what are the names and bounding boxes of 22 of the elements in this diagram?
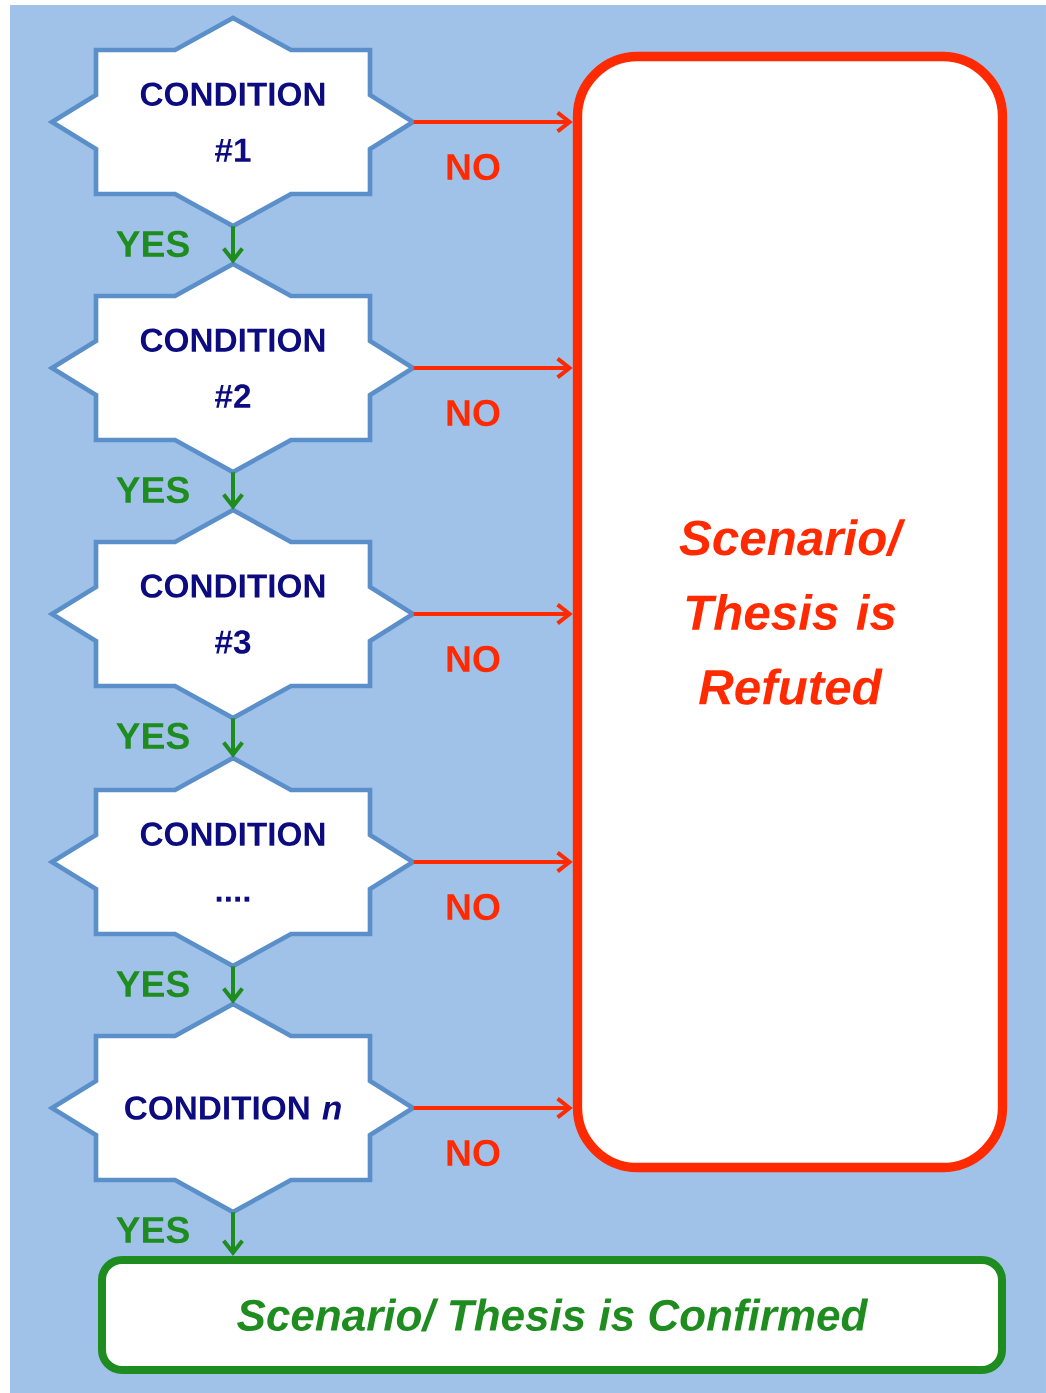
edge-label: NO — [443, 152, 503, 182]
arrow — [222, 966, 244, 1004]
edge-label: YES — [114, 229, 192, 259]
edge-label: YES — [114, 1215, 192, 1245]
arrow — [222, 718, 244, 758]
arrow — [222, 226, 244, 264]
arrow — [413, 851, 573, 873]
arrow — [413, 1097, 573, 1119]
arrow — [413, 603, 573, 625]
arrow — [413, 111, 573, 133]
edge-label: NO — [443, 644, 503, 674]
edge-label: NO — [443, 892, 503, 922]
arrow — [413, 357, 573, 379]
result-box: Scenario/ Thesis is Confirmed — [98, 1256, 1006, 1374]
edge-label: YES — [114, 969, 192, 999]
edge-label: YES — [114, 721, 192, 751]
edge-label: YES — [114, 475, 192, 505]
edge-label: NO — [443, 1138, 503, 1168]
edge-label: NO — [443, 398, 503, 428]
result-box: Scenario/ Thesis is Refuted — [572, 51, 1008, 1173]
arrow — [222, 472, 244, 510]
arrow — [222, 1212, 244, 1256]
